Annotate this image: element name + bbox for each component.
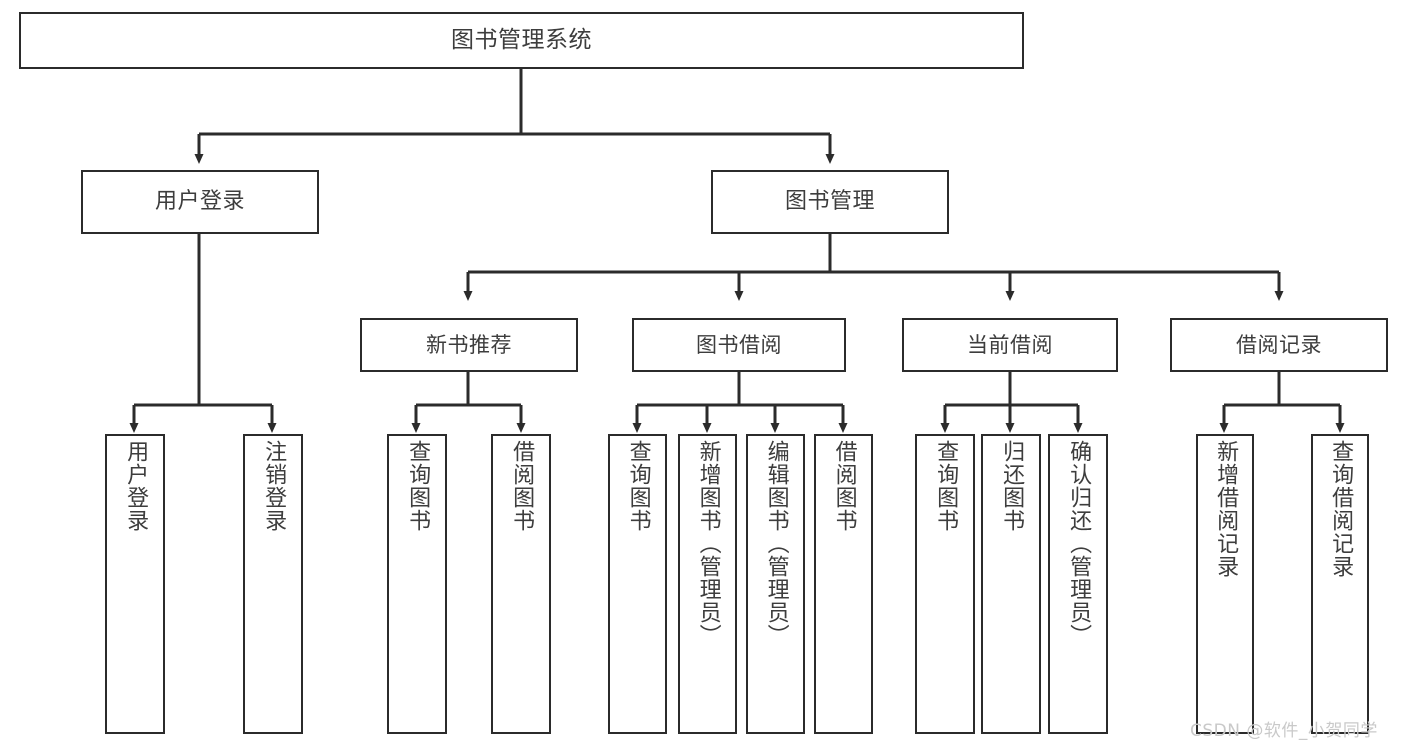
leaf-book-borrow-edit[interactable]: 编辑图书（管理员） [746, 434, 805, 734]
leaf-book-borrow-query[interactable]: 查询图书 [608, 434, 667, 734]
node-current-borrow-label: 当前借阅 [967, 332, 1053, 357]
node-borrow-record[interactable]: 借阅记录 [1170, 318, 1388, 372]
node-borrow-record-label: 借阅记录 [1236, 332, 1322, 357]
node-root-system[interactable]: 图书管理系统 [19, 12, 1024, 69]
leaf-user-login-signin[interactable]: 用户登录 [105, 434, 165, 734]
leaf-book-borrow-add-label: 新增图书（管理员） [695, 440, 721, 647]
leaf-book-borrow-add[interactable]: 新增图书（管理员） [678, 434, 737, 734]
leaf-user-login-signout-label: 注销登录 [261, 440, 287, 532]
leaf-borrow-record-query[interactable]: 查询借阅记录 [1311, 434, 1369, 734]
leaf-user-login-signout[interactable]: 注销登录 [243, 434, 303, 734]
leaf-current-borrow-return[interactable]: 归还图书 [981, 434, 1041, 734]
leaf-book-borrow-edit-label: 编辑图书（管理员） [763, 440, 789, 647]
node-book-borrow[interactable]: 图书借阅 [632, 318, 846, 372]
watermark-credit: CSDN @软件_小贺同学 [1190, 721, 1378, 741]
leaf-book-borrow-borrow[interactable]: 借阅图书 [814, 434, 873, 734]
leaf-book-borrow-borrow-label: 借阅图书 [831, 440, 857, 532]
node-new-book-recommend[interactable]: 新书推荐 [360, 318, 578, 372]
leaf-new-book-query[interactable]: 查询图书 [387, 434, 447, 734]
node-root-system-label: 图书管理系统 [451, 26, 592, 53]
node-current-borrow[interactable]: 当前借阅 [902, 318, 1118, 372]
node-book-management[interactable]: 图书管理 [711, 170, 949, 234]
leaf-current-borrow-return-label: 归还图书 [999, 440, 1025, 532]
leaf-current-borrow-confirm-return[interactable]: 确认归还（管理员） [1048, 434, 1108, 734]
node-new-book-recommend-label: 新书推荐 [426, 332, 512, 357]
node-user-login-label: 用户登录 [154, 189, 245, 215]
leaf-current-borrow-confirm-return-label: 确认归还（管理员） [1066, 440, 1092, 647]
leaf-book-borrow-query-label: 查询图书 [625, 440, 651, 532]
node-book-management-label: 图书管理 [784, 189, 875, 215]
leaf-new-book-query-label: 查询图书 [405, 440, 431, 532]
node-user-login[interactable]: 用户登录 [81, 170, 319, 234]
leaf-new-book-borrow[interactable]: 借阅图书 [491, 434, 551, 734]
leaf-borrow-record-add-label: 新增借阅记录 [1213, 440, 1239, 578]
leaf-current-borrow-query[interactable]: 查询图书 [915, 434, 975, 734]
leaf-borrow-record-query-label: 查询借阅记录 [1328, 440, 1354, 578]
leaf-user-login-signin-label: 用户登录 [123, 440, 149, 532]
leaf-current-borrow-query-label: 查询图书 [933, 440, 959, 532]
leaf-new-book-borrow-label: 借阅图书 [509, 440, 535, 532]
node-book-borrow-label: 图书借阅 [696, 332, 782, 357]
leaf-borrow-record-add[interactable]: 新增借阅记录 [1196, 434, 1254, 734]
